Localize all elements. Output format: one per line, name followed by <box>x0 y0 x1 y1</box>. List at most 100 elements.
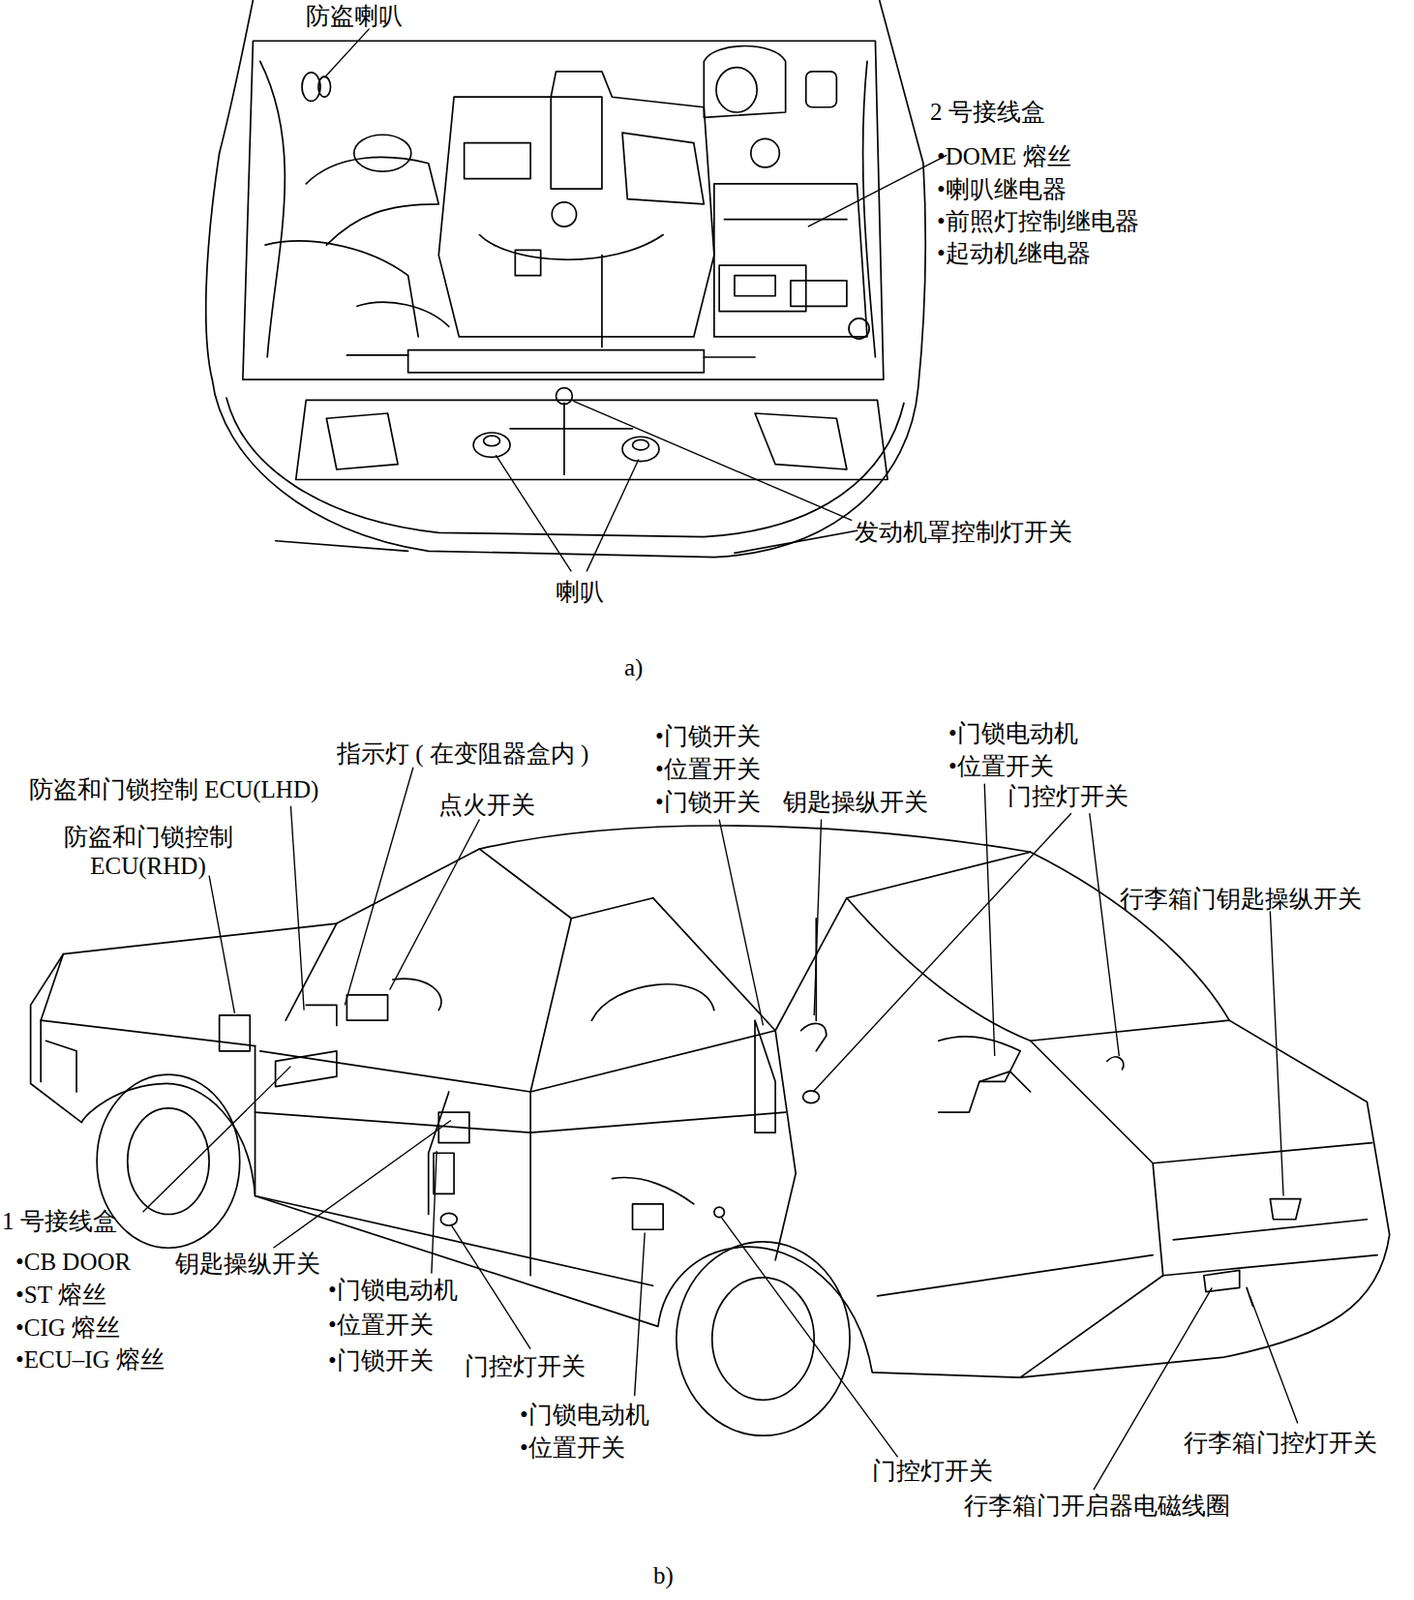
illustration-line <box>242 40 884 380</box>
illustration-line <box>1093 1287 1212 1490</box>
part-label: 2 号接线盒 <box>930 97 1046 127</box>
illustration-line <box>676 1241 850 1436</box>
illustration-line <box>806 71 838 108</box>
illustration-line <box>714 183 868 337</box>
illustration-line <box>357 301 450 327</box>
part-label: 钥匙操纵开关 <box>782 787 929 817</box>
illustration-line <box>438 71 715 337</box>
illustration-line <box>1269 910 1284 1196</box>
illustration-line <box>495 454 572 572</box>
illustration-line <box>591 984 714 1021</box>
part-label: 指示灯 ( 在变阻器盒内 ) <box>336 739 589 769</box>
illustration-line <box>219 0 254 153</box>
illustration-line <box>260 1051 531 1276</box>
illustration-line <box>632 1203 664 1230</box>
illustration-line <box>611 1177 693 1204</box>
illustration-line <box>530 1112 786 1133</box>
illustration-line <box>800 1022 826 1051</box>
illustration-line <box>254 1046 257 1195</box>
list-item: •起动机继电器 <box>936 239 1091 269</box>
illustration-line <box>40 1020 255 1046</box>
illustration-line <box>206 152 927 557</box>
illustration-line <box>438 1112 470 1144</box>
list-item: •ECU–IG 熔丝 <box>15 1345 165 1375</box>
illustration-line <box>30 825 1390 1378</box>
illustration-line <box>209 875 235 1014</box>
illustration-line <box>219 1015 251 1052</box>
illustration-line <box>326 413 398 470</box>
illustration-line <box>392 978 442 1010</box>
illustration-line <box>1249 1295 1298 1424</box>
illustration-line <box>275 1051 337 1087</box>
illustration-line <box>143 1066 292 1213</box>
illustration-line <box>803 1090 820 1104</box>
illustration-line <box>1269 1199 1301 1220</box>
illustration-line <box>473 432 511 457</box>
illustration-line <box>563 402 566 475</box>
illustration-line <box>464 143 532 180</box>
illustration-line <box>127 1108 210 1215</box>
illustration-line <box>703 46 785 119</box>
illustration-line <box>510 427 632 430</box>
illustration-line <box>1152 1163 1378 1276</box>
list-item: •门锁开关 <box>655 722 761 752</box>
illustration-line <box>848 318 870 339</box>
part-label: 门控灯开关 <box>872 1456 993 1486</box>
illustration-line <box>751 138 781 168</box>
part-label: 防盗和门锁控制 ECU(RHD) <box>46 822 250 881</box>
part-label: 门控灯开关 <box>1007 782 1129 812</box>
illustration-line <box>451 1224 531 1350</box>
illustration-line <box>265 240 419 337</box>
illustration-line <box>622 132 704 205</box>
illustration-line <box>572 400 852 520</box>
list-item: •门锁电动机 <box>948 719 1079 749</box>
illustration-line <box>1203 1269 1240 1292</box>
list-item: •位置开关 <box>655 754 761 784</box>
part-label: 防盗喇叭 <box>305 1 403 31</box>
list-item: •DOME 熔丝 <box>936 142 1072 172</box>
illustration-line <box>754 413 847 470</box>
illustration-line <box>346 994 388 1021</box>
illustration-line <box>260 60 286 358</box>
illustration-line <box>324 29 369 79</box>
list-item: •位置开关 <box>519 1433 626 1463</box>
illustration-line <box>716 67 757 113</box>
figure-label: b) <box>653 1561 674 1591</box>
illustration-line <box>714 1206 725 1218</box>
illustration-line <box>40 954 63 1083</box>
part-label: 喇叭 <box>555 577 604 607</box>
illustration-line <box>275 530 858 553</box>
illustration-line <box>273 1119 452 1248</box>
list-item: •喇叭继电器 <box>936 175 1067 205</box>
illustration-line <box>634 1232 646 1396</box>
part-label: 点火开关 <box>438 790 536 820</box>
part-label: 行李箱门开启器电磁线圈 <box>963 1491 1231 1521</box>
illustration-line <box>354 134 412 172</box>
illustration-line <box>408 350 705 373</box>
illustration-line <box>530 918 572 1092</box>
list-item: •门锁电动机 <box>519 1400 650 1430</box>
list-item: •CB DOOR <box>15 1247 131 1277</box>
illustration-line <box>719 819 763 1026</box>
illustration-line <box>555 388 572 405</box>
illustration-line <box>296 399 888 480</box>
illustration-line <box>812 812 1072 1092</box>
illustration-line <box>1030 1020 1231 1041</box>
illustration-line <box>96 1074 241 1248</box>
illustration-line <box>734 275 776 297</box>
list-item: •位置开关 <box>328 1310 434 1340</box>
illustration-line <box>290 806 304 1011</box>
illustration-line <box>723 218 846 221</box>
leader-lines-a <box>324 29 947 572</box>
list-item: •CIG 熔丝 <box>15 1313 121 1343</box>
illustration-line <box>846 898 1031 1042</box>
figure-label: a) <box>624 653 643 683</box>
part-label: 门控灯开关 <box>464 1352 586 1382</box>
illustration-line <box>586 458 639 572</box>
illustration-line <box>1089 812 1120 1056</box>
illustration-line <box>719 265 807 311</box>
illustration-line <box>979 1071 1031 1092</box>
part-label: 钥匙操纵开关 <box>175 1249 321 1279</box>
illustration-line <box>632 439 650 451</box>
list-item: •位置开关 <box>948 752 1054 782</box>
